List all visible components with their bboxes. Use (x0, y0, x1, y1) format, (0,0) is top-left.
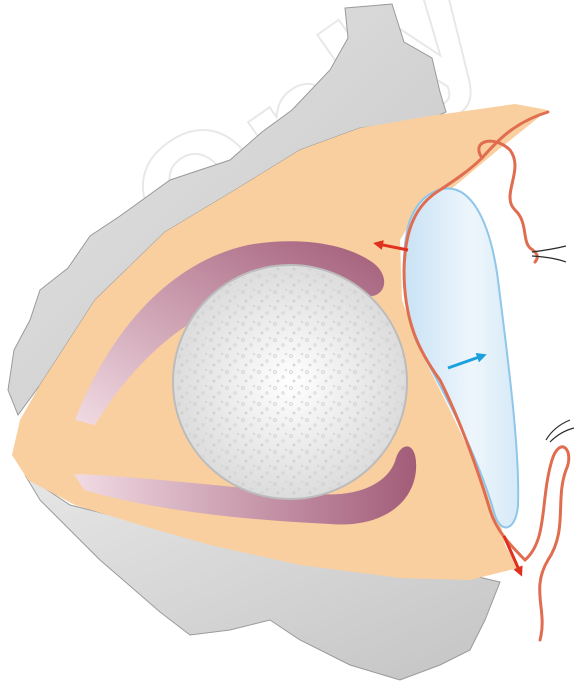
orbital-implant-texture (175, 267, 405, 497)
lower-eyelid-fold (525, 447, 569, 640)
lower-suture (546, 420, 574, 442)
